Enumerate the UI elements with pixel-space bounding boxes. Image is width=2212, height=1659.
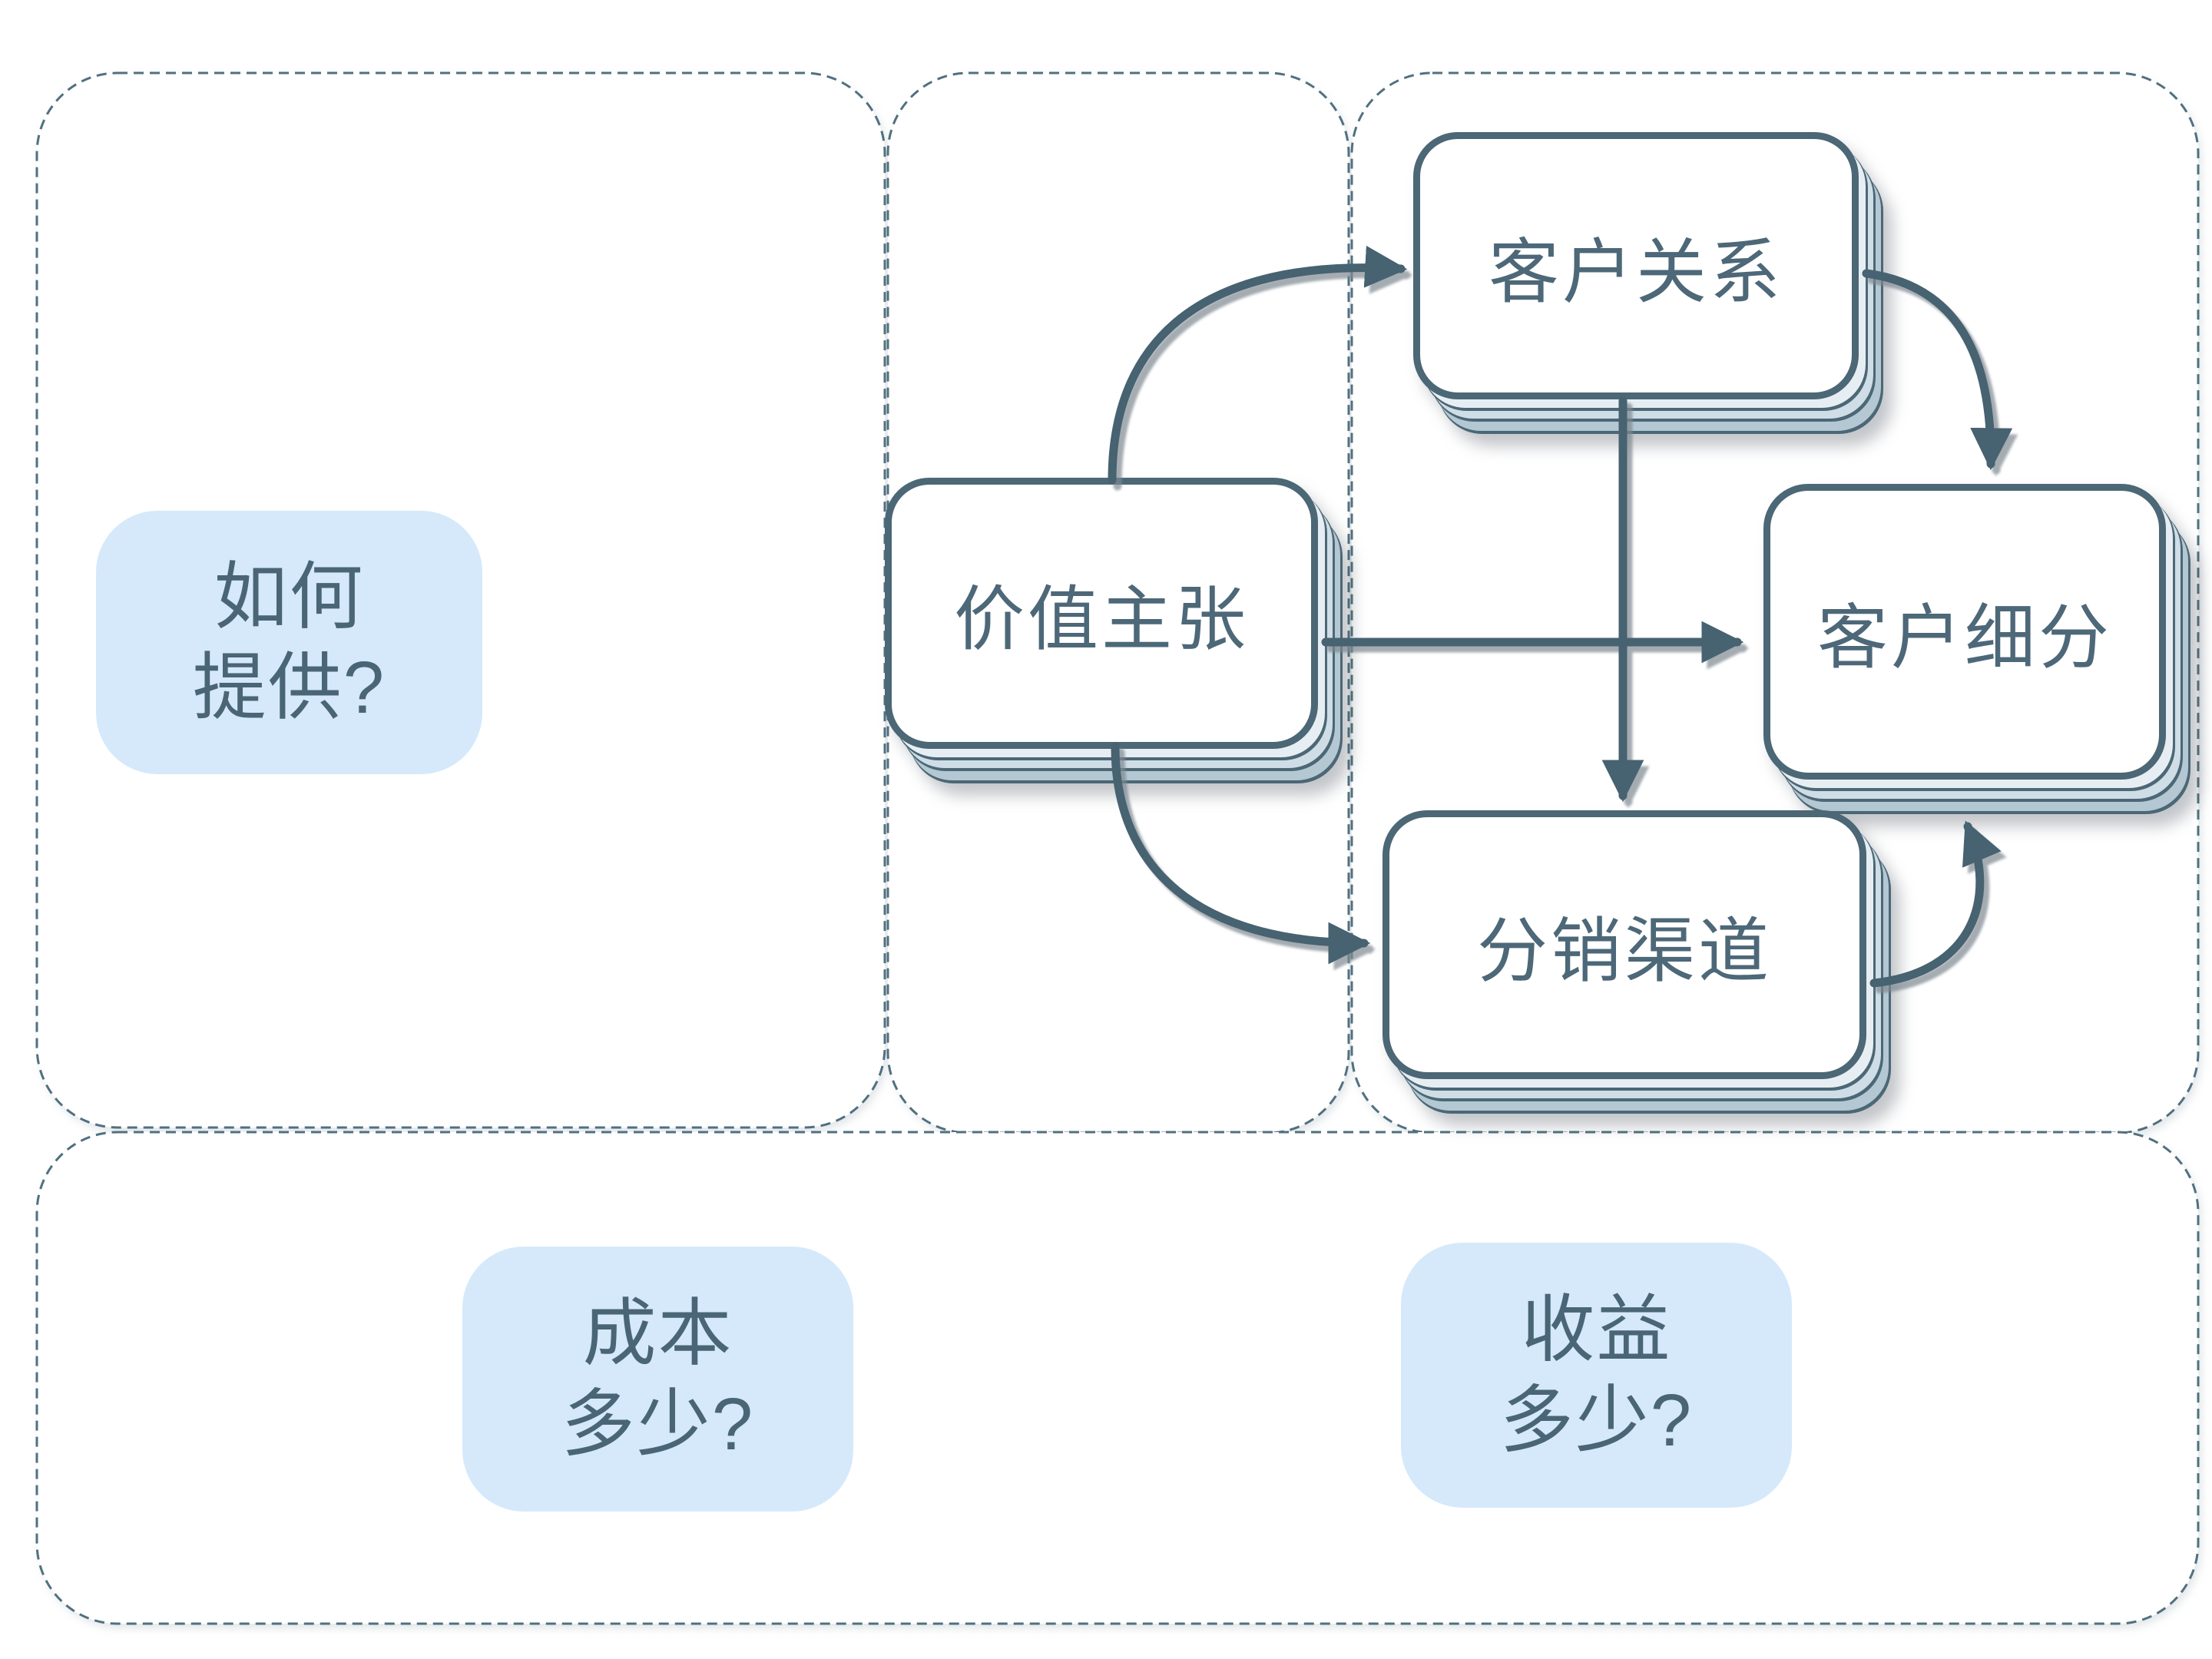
node-customer-segments[interactable]: 客户细分 <box>1763 484 2166 780</box>
label-how-provide-line1: 如何 <box>214 556 365 639</box>
arrow-value-to-channels <box>1111 742 1371 965</box>
arrow-relationships-to-segments <box>1862 269 2013 471</box>
label-revenue-line1: 收益 <box>1521 1289 1672 1372</box>
arrow-value-to-relationships <box>1108 245 1408 485</box>
label-how-provide-line2: 提供? <box>192 646 386 729</box>
label-how-provide[interactable]: 如何 提供? <box>96 511 482 774</box>
node-distribution-channels[interactable]: 分销渠道 <box>1382 810 1866 1079</box>
label-revenue-line2: 多少? <box>1499 1379 1694 1462</box>
node-customer-relationships-label: 客户关系 <box>1488 233 1783 312</box>
label-cost-line2: 多少? <box>561 1382 755 1465</box>
arrow-channels-to-segments <box>1869 820 2002 988</box>
node-distribution-channels-label: 分销渠道 <box>1476 912 1772 991</box>
label-revenue-how-much[interactable]: 收益 多少? <box>1401 1243 1792 1508</box>
node-customer-segments-label: 客户细分 <box>1816 599 2112 677</box>
node-value-proposition-label: 价值主张 <box>953 581 1249 659</box>
node-value-proposition[interactable]: 价值主张 <box>885 478 1318 749</box>
label-cost-line1: 成本 <box>582 1293 733 1376</box>
node-customer-relationships[interactable]: 客户关系 <box>1413 132 1859 399</box>
label-cost-how-much[interactable]: 成本 多少? <box>462 1247 853 1512</box>
